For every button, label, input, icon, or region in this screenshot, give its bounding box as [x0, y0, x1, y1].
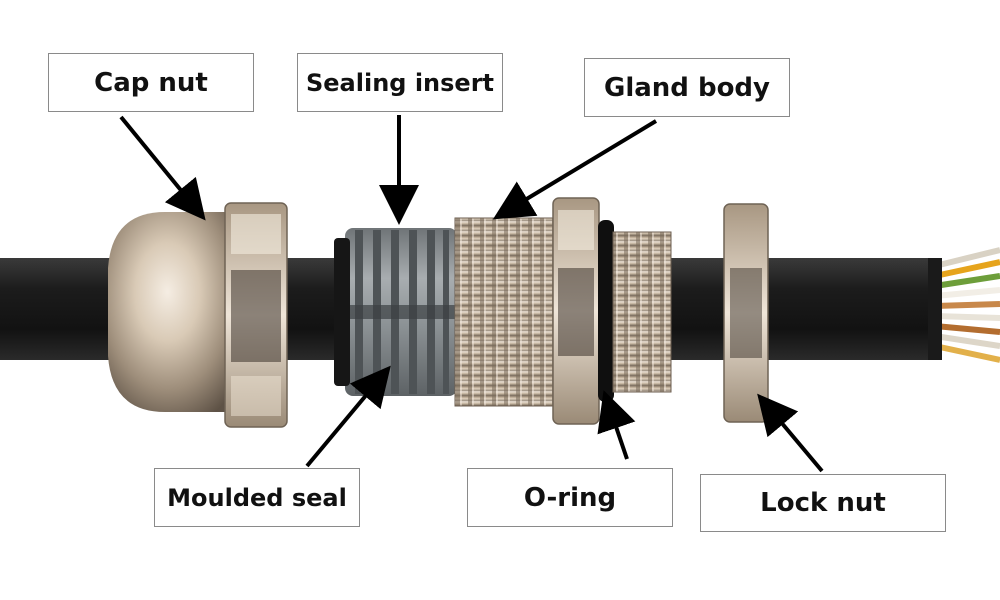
label-lock-nut: Lock nut [700, 474, 946, 532]
gland-body-thread [455, 218, 555, 406]
label-sealing-insert: Sealing insert [297, 53, 503, 112]
cable-wires [928, 247, 1000, 363]
cap-nut-dome [108, 212, 240, 412]
lock-nut [723, 203, 769, 423]
sealing-insert [345, 228, 457, 396]
arrow-o-ring [597, 390, 636, 460]
arrow-cap-nut [119, 115, 206, 221]
o-ring [598, 220, 614, 402]
cap-nut-hex [224, 202, 288, 428]
gland-body-hex [552, 197, 600, 425]
arrow-lock-nut [757, 393, 824, 473]
moulded-seal [334, 238, 350, 386]
label-gland-body: Gland body [584, 58, 790, 117]
arrow-gland-body [492, 119, 658, 220]
arrow-moulded-seal [305, 365, 391, 468]
callout-arrows [119, 115, 824, 473]
gland-lower-thread [613, 232, 671, 392]
label-cap-nut: Cap nut [48, 53, 254, 112]
label-moulded-seal: Moulded seal [154, 468, 360, 527]
label-o-ring: O-ring [467, 468, 673, 527]
